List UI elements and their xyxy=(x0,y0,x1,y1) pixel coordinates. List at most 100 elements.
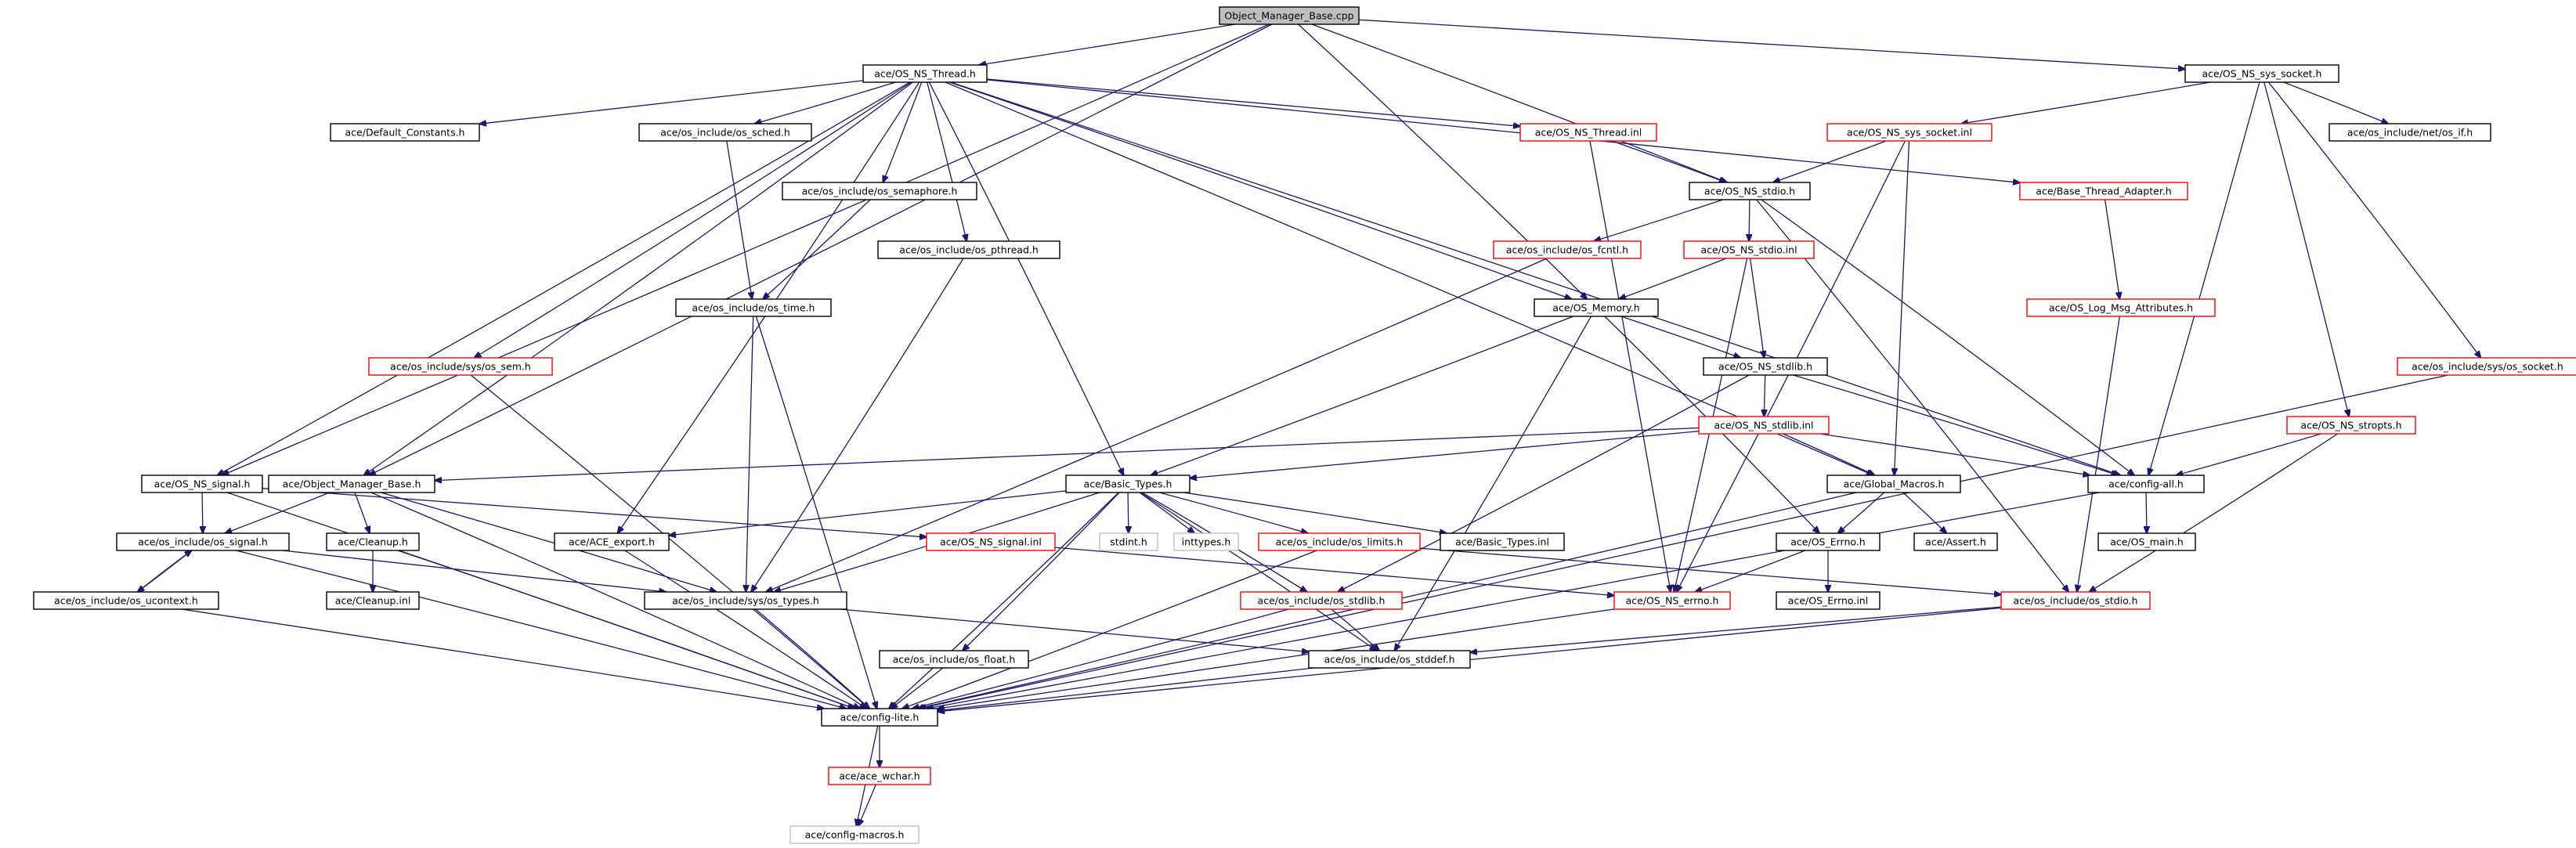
node-os_signal[interactable]: ace/os_include/os_signal.h xyxy=(116,532,290,551)
node-box[interactable] xyxy=(789,825,919,844)
node-box[interactable] xyxy=(2286,416,2416,435)
node-box[interactable] xyxy=(2329,123,2491,142)
node-stdlib_h[interactable]: ace/OS_NS_stdlib.h xyxy=(1703,357,1828,376)
node-box[interactable] xyxy=(2087,475,2205,493)
node-os_errno[interactable]: ace/OS_Errno.h xyxy=(1776,532,1881,551)
node-config_macros[interactable]: ace/config-macros.h xyxy=(789,825,919,844)
node-default_constants[interactable]: ace/Default_Constants.h xyxy=(330,123,480,142)
node-root[interactable]: Object_Manager_Base.cpp xyxy=(1219,6,1360,25)
node-box[interactable] xyxy=(638,123,812,142)
node-os_memory[interactable]: ace/OS_Memory.h xyxy=(1534,298,1659,317)
node-box[interactable] xyxy=(1776,532,1881,551)
node-stdio_inl[interactable]: ace/OS_NS_stdio.inl xyxy=(1683,240,1815,259)
node-box[interactable] xyxy=(2097,532,2196,551)
node-os_errno_inl[interactable]: ace/OS_Errno.inl xyxy=(1776,591,1881,610)
node-thread_inl[interactable]: ace/OS_NS_Thread.inl xyxy=(1519,123,1657,142)
node-box[interactable] xyxy=(821,708,938,727)
node-box[interactable] xyxy=(1099,532,1158,551)
node-os_pthread[interactable]: ace/os_include/os_pthread.h xyxy=(877,240,1060,259)
node-ns_errno[interactable]: ace/OS_NS_errno.h xyxy=(1613,591,1731,610)
node-box[interactable] xyxy=(326,532,420,551)
node-cleanup_h[interactable]: ace/Cleanup.h xyxy=(326,532,420,551)
node-os_stddef[interactable]: ace/os_include/os_stddef.h xyxy=(1308,650,1471,669)
node-basic_types_h[interactable]: ace/Basic_Types.h xyxy=(1065,475,1190,493)
node-signal_inl[interactable]: ace/OS_NS_signal.inl xyxy=(926,532,1056,551)
node-box[interactable] xyxy=(1683,240,1815,259)
node-box[interactable] xyxy=(1219,6,1360,25)
node-box[interactable] xyxy=(33,591,219,610)
node-box[interactable] xyxy=(828,767,931,785)
node-cleanup_inl[interactable]: ace/Cleanup.inl xyxy=(326,591,420,610)
node-box[interactable] xyxy=(1613,591,1731,610)
node-box[interactable] xyxy=(368,357,553,376)
node-thread_h[interactable]: ace/OS_NS_Thread.h xyxy=(862,64,988,83)
node-box[interactable] xyxy=(1776,591,1881,610)
node-box[interactable] xyxy=(1826,475,1961,493)
node-box[interactable] xyxy=(1258,532,1421,551)
node-box[interactable] xyxy=(330,123,480,142)
node-stdio_h[interactable]: ace/OS_NS_stdio.h xyxy=(1689,182,1811,200)
node-box[interactable] xyxy=(2026,298,2216,317)
node-os_sched[interactable]: ace/os_include/os_sched.h xyxy=(638,123,812,142)
node-box[interactable] xyxy=(116,532,290,551)
node-os_ucontext[interactable]: ace/os_include/os_ucontext.h xyxy=(33,591,219,610)
node-box[interactable] xyxy=(554,532,670,551)
node-box[interactable] xyxy=(862,64,988,83)
node-signal_h[interactable]: ace/OS_NS_signal.h xyxy=(141,475,263,493)
node-box[interactable] xyxy=(268,475,435,493)
node-stdint[interactable]: stdint.h xyxy=(1099,532,1158,551)
node-ace_export[interactable]: ace/ACE_export.h xyxy=(554,532,670,551)
node-box[interactable] xyxy=(2397,357,2576,376)
node-sys_socket_h[interactable]: ace/OS_NS_sys_socket.h xyxy=(2184,64,2339,83)
node-base_thread_adapter[interactable]: ace/Base_Thread_Adapter.h xyxy=(2019,182,2188,200)
node-os_float[interactable]: ace/os_include/os_float.h xyxy=(879,650,1029,669)
node-box[interactable] xyxy=(926,532,1056,551)
node-box[interactable] xyxy=(1826,123,1993,142)
node-os_limits[interactable]: ace/os_include/os_limits.h xyxy=(1258,532,1421,551)
node-os_semaphore[interactable]: ace/os_include/os_semaphore.h xyxy=(782,182,977,200)
node-os_sem[interactable]: ace/os_include/sys/os_sem.h xyxy=(368,357,553,376)
node-box[interactable] xyxy=(326,591,420,610)
node-os_stdio[interactable]: ace/os_include/os_stdio.h xyxy=(2000,591,2151,610)
node-box[interactable] xyxy=(1689,182,1811,200)
node-box[interactable] xyxy=(1519,123,1657,142)
node-box[interactable] xyxy=(1240,591,1403,610)
node-box[interactable] xyxy=(1703,357,1828,376)
node-box[interactable] xyxy=(1493,240,1642,259)
node-box[interactable] xyxy=(1065,475,1190,493)
node-assert_h[interactable]: ace/Assert.h xyxy=(1913,532,1998,551)
node-os_time[interactable]: ace/os_include/os_time.h xyxy=(675,298,832,317)
node-inttypes[interactable]: inttypes.h xyxy=(1173,532,1239,551)
node-sys_socket_inl[interactable]: ace/OS_NS_sys_socket.inl xyxy=(1826,123,1993,142)
node-stropts[interactable]: ace/OS_NS_stropts.h xyxy=(2286,416,2416,435)
node-stdlib_inl[interactable]: ace/OS_NS_stdlib.inl xyxy=(1698,416,1830,435)
node-os_main[interactable]: ace/OS_main.h xyxy=(2097,532,2196,551)
node-box[interactable] xyxy=(1698,416,1830,435)
node-sys_os_types[interactable]: ace/os_include/sys/os_types.h xyxy=(644,591,847,610)
node-box[interactable] xyxy=(1173,532,1239,551)
node-os_stdlib[interactable]: ace/os_include/os_stdlib.h xyxy=(1240,591,1403,610)
node-global_macros[interactable]: ace/Global_Macros.h xyxy=(1826,475,1961,493)
node-box[interactable] xyxy=(782,182,977,200)
node-box[interactable] xyxy=(1440,532,1565,551)
node-box[interactable] xyxy=(644,591,847,610)
node-net_if[interactable]: ace/os_include/net/os_if.h xyxy=(2329,123,2491,142)
node-box[interactable] xyxy=(2184,64,2339,83)
node-box[interactable] xyxy=(1308,650,1471,669)
node-config_lite[interactable]: ace/config-lite.h xyxy=(821,708,938,727)
node-box[interactable] xyxy=(1913,532,1998,551)
node-box[interactable] xyxy=(141,475,263,493)
node-log_msg_attr[interactable]: ace/OS_Log_Msg_Attributes.h xyxy=(2026,298,2216,317)
node-box[interactable] xyxy=(2000,591,2151,610)
node-obj_mgr_base[interactable]: ace/Object_Manager_Base.h xyxy=(268,475,435,493)
node-basic_types_inl[interactable]: ace/Basic_Types.inl xyxy=(1440,532,1565,551)
node-box[interactable] xyxy=(877,240,1060,259)
node-config_all[interactable]: ace/config-all.h xyxy=(2087,475,2205,493)
node-sys_os_socket[interactable]: ace/os_include/sys/os_socket.h xyxy=(2397,357,2576,376)
node-box[interactable] xyxy=(2019,182,2188,200)
node-box[interactable] xyxy=(1534,298,1659,317)
node-ace_wchar[interactable]: ace/ace_wchar.h xyxy=(828,767,931,785)
node-box[interactable] xyxy=(879,650,1029,669)
node-box[interactable] xyxy=(675,298,832,317)
node-os_fcntl[interactable]: ace/os_include/os_fcntl.h xyxy=(1493,240,1642,259)
